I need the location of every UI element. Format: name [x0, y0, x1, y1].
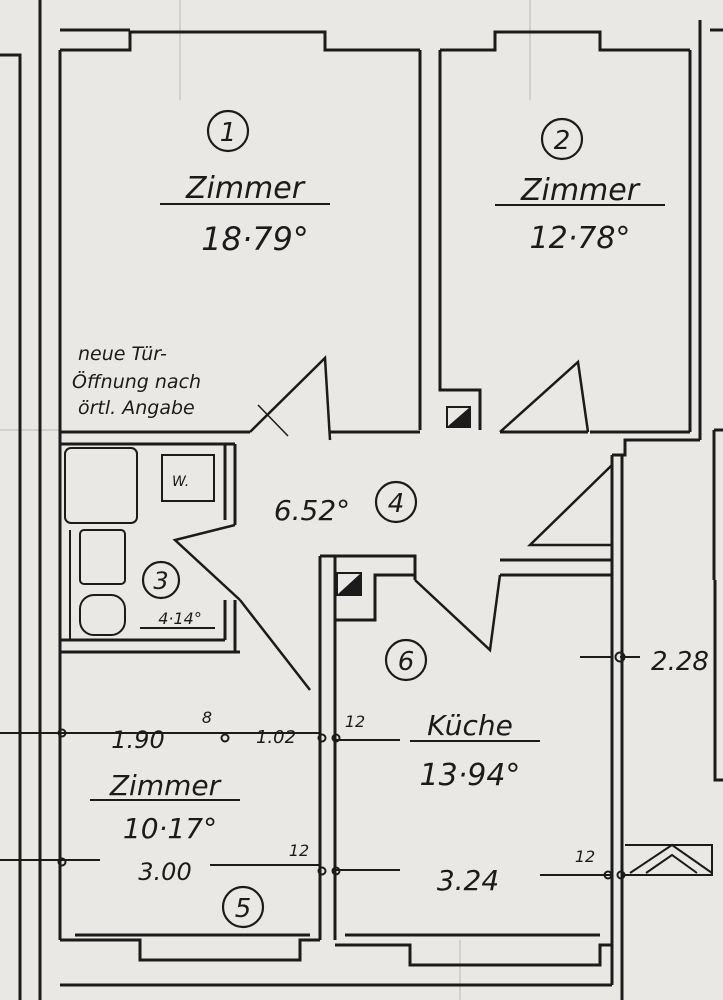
room-1-number: 1 — [220, 118, 237, 148]
room-6-area: 13·94° — [420, 758, 521, 793]
room-5-number: 5 — [235, 894, 252, 924]
dim-1-02: 1.02 — [256, 727, 296, 748]
washbasin — [79, 529, 126, 585]
room-6-name: Küche — [427, 709, 513, 742]
note-arrow — [257, 404, 289, 437]
toilet — [79, 594, 126, 636]
room-2-area: 12·78° — [530, 221, 631, 256]
chimney-flues — [336, 406, 471, 596]
wc-label: W. — [172, 474, 189, 490]
room-2-name: Zimmer — [520, 173, 641, 208]
wc-fixture — [161, 454, 215, 502]
room-number-circles — [141, 109, 584, 929]
room-5-name: Zimmer — [109, 769, 222, 802]
room-4-area: 6.52° — [274, 494, 350, 527]
dim-3-24: 3.24 — [437, 864, 499, 897]
room-6-number: 6 — [398, 647, 415, 677]
dim-3-00: 3.00 — [138, 858, 191, 886]
room-2-number: 2 — [554, 126, 571, 156]
dim-1-90: 1.90 — [111, 726, 164, 754]
dim-2-28: 2.28 — [651, 647, 709, 677]
room-1-name: Zimmer — [185, 171, 306, 206]
shower-tray — [64, 447, 138, 524]
room-5-area: 10·17° — [123, 812, 217, 845]
note-line-3: örtl. Angabe — [78, 397, 195, 419]
dimension-lines — [0, 651, 640, 880]
note-line-1: neue Tür- — [78, 343, 167, 365]
note-line-2: Öffnung nach — [72, 370, 201, 393]
dim-wall-12-a: 12 — [345, 712, 365, 731]
stairs — [625, 843, 713, 876]
construction-grid — [0, 0, 531, 1000]
door-swings — [172, 355, 613, 691]
room-3-number: 3 — [153, 567, 168, 595]
room-3-area: 4·14° — [158, 609, 202, 628]
dim-wall-8: 8 — [202, 708, 212, 727]
bath-fixtures — [64, 447, 215, 640]
dim-wall-12-b: 12 — [289, 841, 309, 860]
dim-wall-12-c: 12 — [575, 847, 595, 866]
room-4-number: 4 — [388, 489, 405, 519]
room-1-area: 18·79° — [201, 220, 309, 258]
